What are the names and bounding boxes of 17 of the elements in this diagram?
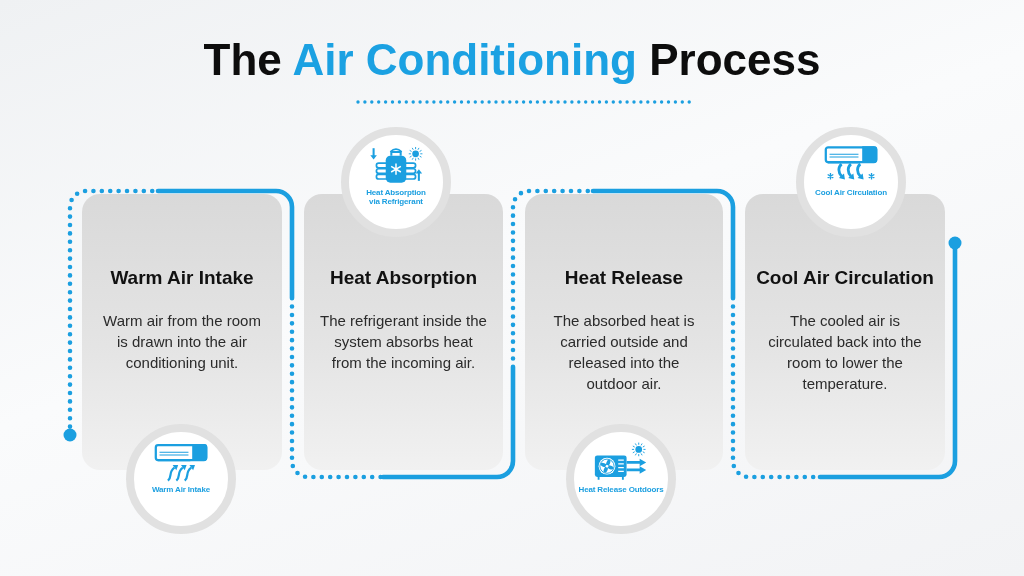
step-heading: Cool Air Circulation <box>756 266 934 290</box>
step-heading: Heat Absorption <box>329 266 478 290</box>
icon-caption: Warm Air Intake <box>150 485 212 494</box>
step-description: The cooled air is circulated back into the room to lower the temperature. <box>767 311 923 394</box>
step-description: The refrigerant inside the system absorbs heat from the incoming air. <box>319 311 488 373</box>
step-card <box>745 194 945 470</box>
step-description: The absorbed heat is carried outside and released into the outdoor air. <box>552 311 696 394</box>
step-card <box>525 194 723 470</box>
icon-caption: Cool Air Circulation <box>814 188 888 197</box>
timeline-connector <box>817 236 962 480</box>
step-card <box>82 194 282 470</box>
step-description: Warm air from the room is drawn into the air conditioning unit. <box>102 311 262 373</box>
icon-caption: Heat Release Outdoors <box>577 485 665 494</box>
icon-caption: Heat Absorption via Refrigerant <box>365 188 427 206</box>
step-heading: Heat Release <box>564 266 684 290</box>
title: The Air Conditioning Process <box>203 34 821 86</box>
step-heading: Warm Air Intake <box>110 266 254 290</box>
